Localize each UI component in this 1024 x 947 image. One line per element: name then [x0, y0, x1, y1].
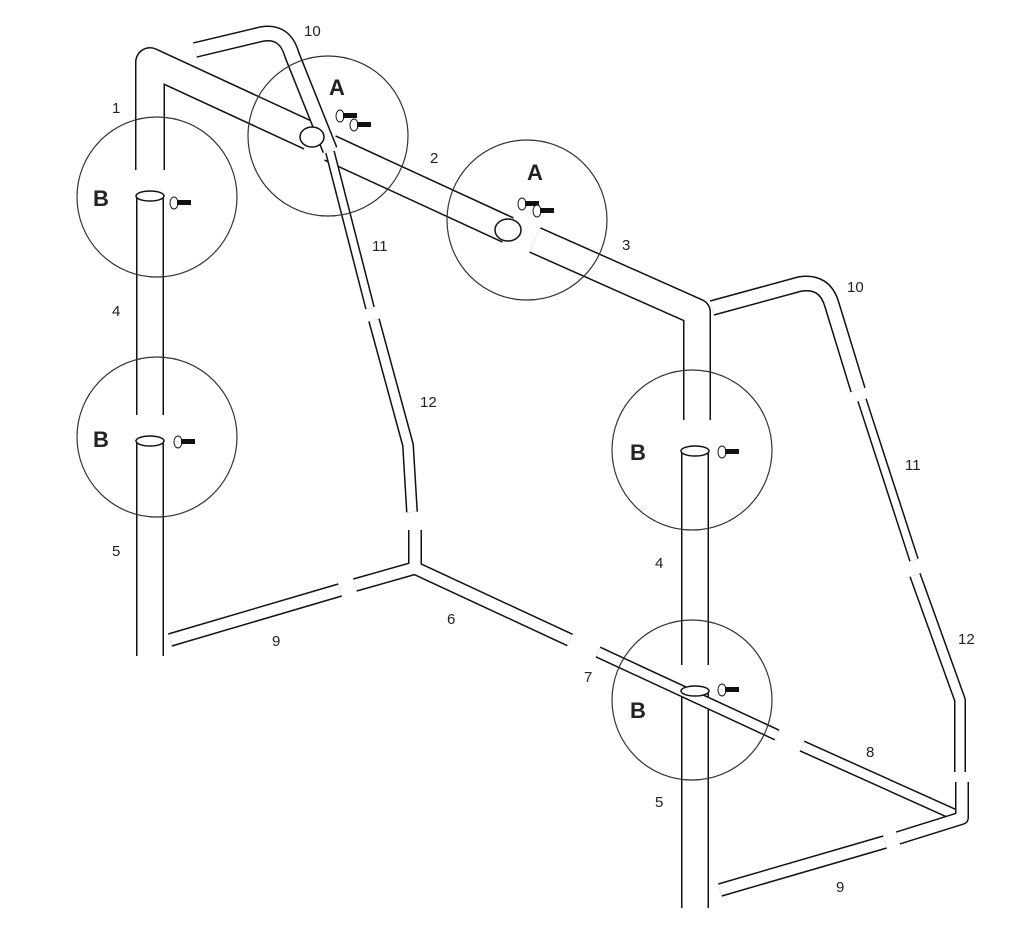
- tube-end-cap: [299, 126, 325, 148]
- part-label: 7: [584, 669, 592, 686]
- part-label: 4: [655, 555, 663, 572]
- part-label: 10: [304, 23, 321, 40]
- tubes: [135, 25, 969, 908]
- tube-part-10-right: [709, 275, 866, 393]
- part-label: 12: [420, 394, 437, 411]
- part-label: 5: [112, 543, 120, 560]
- tube-part-1: [135, 47, 317, 170]
- tube-part-9-right: [718, 782, 969, 897]
- tube-part-12-left: [368, 318, 418, 513]
- screw-icon: [717, 445, 739, 459]
- tube-part-11-right: [857, 398, 919, 562]
- part-label: 2: [430, 150, 438, 167]
- screw-icon: [717, 683, 739, 697]
- detail-labels: A A B B B B: [93, 75, 646, 723]
- part-label: 1: [112, 100, 120, 117]
- tube-part-12-right: [909, 572, 966, 772]
- part-label: 9: [272, 633, 280, 650]
- screws: [169, 109, 739, 697]
- detail-label: A: [527, 160, 543, 185]
- screw-icon: [349, 118, 371, 132]
- detail-circle-a: [247, 55, 409, 217]
- part-label: 9: [836, 879, 844, 896]
- detail-circle-a: [446, 139, 608, 301]
- tube-end-cap: [135, 435, 165, 447]
- detail-label: B: [93, 427, 109, 452]
- detail-label: B: [630, 440, 646, 465]
- part-label: 11: [372, 238, 388, 255]
- tube-part-6: [353, 530, 573, 647]
- tube-end-cap: [680, 685, 710, 697]
- tube-part-3: [529, 227, 711, 420]
- tube-end-cap: [135, 190, 165, 202]
- part-label: 8: [866, 744, 874, 761]
- part-label: 6: [447, 611, 455, 628]
- tube-end-cap: [680, 445, 710, 457]
- detail-circle-b: [76, 356, 238, 518]
- tube-part-9-left: [168, 583, 342, 647]
- screw-icon: [169, 196, 191, 210]
- screw-icon: [335, 109, 357, 123]
- part-label: 3: [622, 237, 630, 254]
- screw-icon: [173, 435, 195, 449]
- part-label: 11: [905, 457, 921, 474]
- part-label: 5: [655, 794, 663, 811]
- detail-circle-b: [611, 619, 773, 781]
- detail-label: A: [329, 75, 345, 100]
- detail-label: B: [93, 186, 109, 211]
- detail-circle-b: [76, 116, 238, 278]
- tube-end-cap: [494, 218, 522, 242]
- tube-part-8: [799, 740, 965, 824]
- part-label: 4: [112, 303, 120, 320]
- screw-icon: [532, 204, 554, 218]
- screw-icon: [517, 197, 539, 211]
- detail-label: B: [630, 698, 646, 723]
- detail-circles: [76, 55, 773, 781]
- tube-part-11-left: [325, 150, 375, 310]
- detail-circle-b: [611, 369, 773, 531]
- part-label: 10: [847, 279, 864, 296]
- part-labels: 1 2 3 4 5 4 5 6 7 8 9 9 10 10 11 11 12 1…: [112, 23, 975, 896]
- tube-part-10-left: [193, 25, 338, 153]
- part-label: 12: [958, 631, 975, 648]
- tube-part-2: [324, 135, 514, 243]
